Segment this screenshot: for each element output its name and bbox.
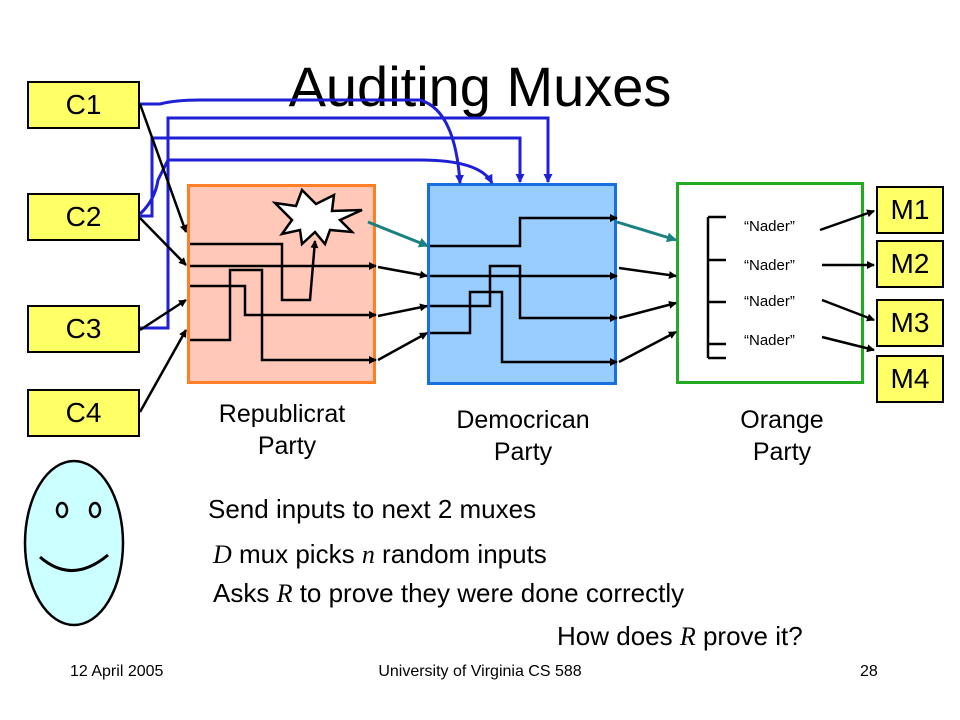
- explosion-icon: [271, 187, 363, 247]
- republicrat-label-line1: Republicrat: [218, 400, 346, 428]
- orange-label: Orange Party: [682, 404, 882, 468]
- orange-label-line1: Orange: [740, 406, 824, 434]
- asks-end: to prove they were done correctly: [292, 578, 685, 608]
- how-end: prove it?: [695, 621, 803, 651]
- democrican-label-line1: Democrican: [456, 406, 590, 434]
- output-m3: M3: [876, 299, 944, 347]
- var-n: n: [361, 540, 375, 569]
- picks-text: D mux picks n random inputs: [213, 538, 547, 571]
- orange-wires: [706, 215, 726, 360]
- input-c3: C3: [27, 305, 140, 353]
- send-inputs-text: Send inputs to next 2 muxes: [208, 494, 537, 524]
- teal-arrow-1: [367, 220, 429, 248]
- input-c1: C1: [27, 81, 140, 129]
- footer-course: University of Virginia CS 588: [378, 663, 582, 680]
- democrican-label-line2: Party: [493, 438, 553, 466]
- var-r: R: [276, 579, 293, 608]
- nader-label: “Nader”: [744, 332, 795, 349]
- picks-mid: mux picks: [231, 539, 362, 569]
- smiley-face-icon: [23, 459, 125, 627]
- output-m1: M1: [876, 186, 944, 234]
- how-start: How does: [557, 621, 680, 651]
- input-c2: C2: [27, 193, 140, 241]
- input-c4: C4: [27, 389, 140, 437]
- asks-start: Asks: [213, 578, 277, 608]
- republicrat-wires: [190, 240, 377, 364]
- nader-label: “Nader”: [744, 293, 795, 310]
- nader-label: “Nader”: [744, 218, 795, 235]
- footer-date: 12 April 2005: [70, 663, 164, 680]
- output-m4: M4: [876, 355, 944, 403]
- var-d: D: [213, 540, 232, 569]
- orange-label-line2: Party: [752, 438, 812, 466]
- input-wires: [138, 103, 188, 413]
- democrican-mux: [427, 183, 617, 385]
- picks-end: random inputs: [374, 539, 547, 569]
- nader-label: “Nader”: [744, 257, 795, 274]
- page-title: Auditing Muxes: [288, 55, 672, 118]
- democrican-wires: [430, 214, 618, 366]
- teal-arrow-2: [616, 220, 677, 243]
- democrican-label: Democrican Party: [423, 404, 623, 468]
- asks-text: Asks R to prove they were done correctly: [213, 577, 684, 610]
- var-r-2: R: [679, 622, 696, 651]
- footer-page-number: 28: [860, 663, 878, 680]
- republicrat-label: Republicrat Party: [182, 398, 382, 462]
- output-wires: [819, 209, 875, 353]
- republicrat-label-line2: Party: [257, 432, 317, 460]
- output-m2: M2: [876, 240, 944, 288]
- how-text: How does R prove it?: [557, 620, 803, 653]
